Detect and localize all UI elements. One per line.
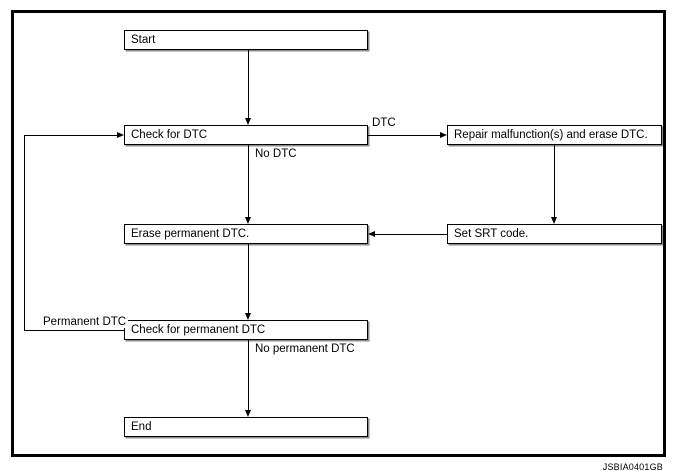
figure-code: JSBIA0401GB	[602, 462, 663, 471]
edge-start-to-check-dtc-arrowhead	[244, 118, 251, 125]
node-check-for-permanent-dtc: Check for permanent DTC	[124, 320, 368, 340]
edge-dtc-arrowhead	[440, 131, 447, 138]
node-check-for-dtc: Check for DTC	[124, 125, 368, 145]
edge-label-permanent-dtc: Permanent DTC	[41, 316, 129, 328]
node-start-label: Start	[131, 34, 156, 46]
edge-no-permanent-dtc-arrowhead	[244, 410, 251, 417]
edge-no-dtc-arrowhead	[244, 217, 251, 224]
edge-repair-to-set-srt-line	[554, 145, 555, 217]
node-repair-malfunctions-label: Repair malfunction(s) and erase DTC.	[454, 129, 648, 141]
node-set-srt-code-label: Set SRT code.	[454, 228, 529, 240]
edge-no-permanent-dtc-line	[248, 340, 249, 410]
edge-label-dtc: DTC	[372, 117, 396, 129]
node-erase-permanent-dtc-label: Erase permanent DTC.	[131, 228, 250, 240]
figure-border	[11, 10, 666, 457]
edge-dtc-line	[368, 135, 440, 136]
node-check-for-dtc-label: Check for DTC	[131, 129, 208, 141]
edge-start-to-check-dtc-line	[248, 50, 249, 118]
edge-permanent-dtc-bottom-segment	[24, 330, 124, 331]
edge-permanent-dtc-top-segment	[24, 135, 117, 136]
edge-permanent-dtc-arrowhead	[117, 131, 124, 138]
edge-set-srt-to-erase-arrowhead	[368, 230, 375, 237]
node-start: Start	[124, 30, 368, 50]
edge-erase-to-check-perm-arrowhead	[244, 313, 251, 320]
edge-label-no-dtc: No DTC	[255, 148, 297, 160]
node-end: End	[124, 417, 368, 437]
node-end-label: End	[131, 421, 152, 433]
edge-set-srt-to-erase-line	[375, 234, 447, 235]
node-erase-permanent-dtc: Erase permanent DTC.	[124, 224, 368, 244]
node-set-srt-code: Set SRT code.	[447, 224, 662, 244]
edge-no-dtc-line	[248, 145, 249, 217]
edge-label-no-permanent-dtc: No permanent DTC	[255, 343, 355, 355]
edge-repair-to-set-srt-arrowhead	[550, 217, 557, 224]
edge-erase-to-check-perm-line	[248, 244, 249, 313]
node-repair-malfunctions: Repair malfunction(s) and erase DTC.	[447, 125, 662, 145]
node-check-for-permanent-dtc-label: Check for permanent DTC	[131, 324, 266, 336]
edge-permanent-dtc-left-segment	[24, 135, 25, 331]
